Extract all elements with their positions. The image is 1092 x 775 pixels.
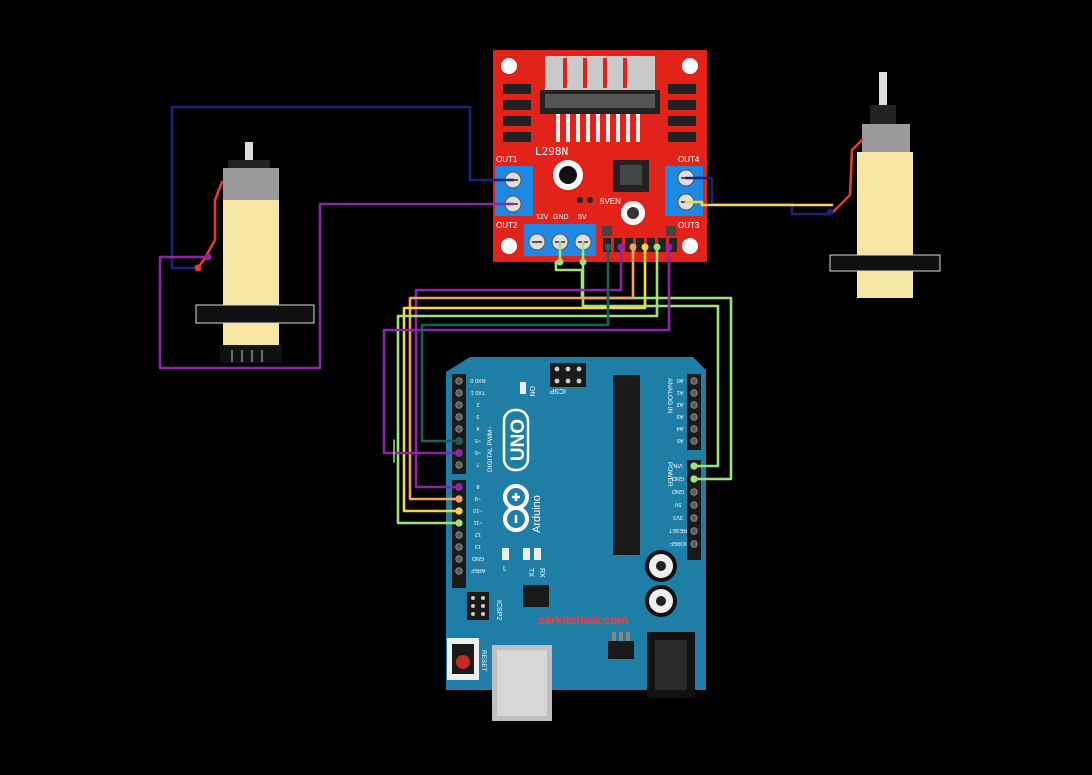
digital-pin-11-label: ~11 xyxy=(474,519,483,525)
digital-pin-15-hole xyxy=(455,567,463,575)
digital-pin-4-hole xyxy=(455,425,463,433)
l298n-driver: L298N OUT1 OUT2 OUT4 OUT3 5VEN 12V GND 5… xyxy=(493,50,707,262)
on-label: ON xyxy=(528,386,535,397)
arduino-infinity-logo xyxy=(503,484,529,532)
uno-model-text: UNO xyxy=(508,419,529,461)
wire-left-motor-navy xyxy=(170,105,515,270)
digital-pin-10-label: ~10 xyxy=(473,507,482,513)
wire-left-motor-red xyxy=(196,180,224,270)
power-pin-0-label: VIN xyxy=(673,462,682,468)
wire-right-motor-navy xyxy=(684,176,832,216)
digital-header-label: DIGITAL PWM~ xyxy=(487,426,494,472)
power-pin-4-hole xyxy=(690,514,698,522)
wire-right-motor-red xyxy=(831,138,864,214)
wire-pin10-yellow xyxy=(402,245,647,513)
digital-pin-6-label: ~6 xyxy=(475,449,481,455)
analog-pin-4-label: A4 xyxy=(677,425,684,431)
analog-pin-5-label: A5 xyxy=(677,437,684,443)
power-header-label: POWER xyxy=(666,462,673,487)
power-pin-6-hole xyxy=(690,540,698,548)
tx-led-label: TX xyxy=(527,568,534,577)
digital-pin-2-hole xyxy=(455,401,463,409)
l-led-label: L xyxy=(503,566,507,573)
driver-name: L298N xyxy=(535,145,568,158)
power-pin-3-hole xyxy=(690,501,698,509)
digital-pin-4-label: 4 xyxy=(476,425,479,431)
analog-pin-2-hole xyxy=(690,401,698,409)
wire-pin4-darkcyan xyxy=(420,245,610,443)
digital-pin-8-label: 8 xyxy=(476,483,479,489)
digital-pin-15-label: AREF xyxy=(470,567,485,573)
analog-pin-4-hole xyxy=(690,425,698,433)
reset-button-label: RESET xyxy=(480,650,487,672)
driver-label-5ven: 5VEN xyxy=(600,197,621,206)
digital-pin-2-label: 2 xyxy=(476,401,479,407)
website-label: sarkitshala.com xyxy=(538,613,629,627)
right-motor xyxy=(829,72,941,298)
analog-pin-5-hole xyxy=(690,437,698,445)
digital-pin-13-label: 13 xyxy=(475,543,481,549)
left-motor xyxy=(195,142,315,363)
arduino-uno: ICSP ON UNO Arduino DIGITAL PWM~ ANALOG … xyxy=(446,357,706,721)
analog-pin-1-label: A1 xyxy=(677,389,684,395)
digital-pin-9-label: ~9 xyxy=(475,495,481,501)
power-pin-2-hole xyxy=(690,488,698,496)
digital-pin-13-hole xyxy=(455,543,463,551)
uno-logo: UNO xyxy=(502,408,530,472)
power-pin-6-label: IOREF xyxy=(669,540,686,546)
digital-pin-7-hole xyxy=(455,461,463,469)
wire-endpoints xyxy=(194,208,834,527)
analog-pin-3-label: A3 xyxy=(677,413,684,419)
wire-pin5-purple xyxy=(414,245,623,489)
driver-label-out2: OUT2 xyxy=(496,221,518,230)
analog-pin-1-hole xyxy=(690,389,698,397)
digital-pin-3-hole xyxy=(455,413,463,421)
wire-left-motor-purple xyxy=(158,202,515,370)
digital-pin-5-label: ~5 xyxy=(475,437,481,443)
analog-header-label: ANALOG IN xyxy=(666,378,673,414)
digital-pin-1-label: TX0 1 xyxy=(471,389,486,395)
digital-pin-0-label: RX0 0 xyxy=(470,377,485,383)
driver-label-12v: 12V xyxy=(536,214,549,221)
power-pin-2-label: GND xyxy=(672,488,684,494)
driver-label-out3: OUT3 xyxy=(678,221,700,230)
wire-right-motor-yellow xyxy=(684,200,834,207)
digital-pin-0-hole xyxy=(455,377,463,385)
driver-label-5v: 5V xyxy=(578,214,587,221)
digital-pin-1-hole xyxy=(455,389,463,397)
icsp-label: ICSP xyxy=(549,387,566,394)
analog-pin-0-label: A0 xyxy=(677,377,684,383)
wire-vin-green xyxy=(581,240,720,468)
power-pin-4-label: 3V3 xyxy=(673,514,683,520)
digital-pin-14-hole xyxy=(455,555,463,563)
power-pin-5-hole xyxy=(690,527,698,535)
driver-label-gnd: GND xyxy=(553,214,569,221)
analog-pin-3-hole xyxy=(690,413,698,421)
icsp2-label: ICSP2 xyxy=(495,600,502,620)
power-pin-5-label: RESET xyxy=(668,527,687,533)
wire-pin11-green xyxy=(396,245,659,525)
digital-pin-7-label: 7 xyxy=(476,461,479,467)
digital-pin-12-label: 12 xyxy=(475,531,481,537)
wire-pin6-orange xyxy=(408,245,635,501)
wire-pin3-purple xyxy=(382,245,671,455)
power-pin-1-label: GND xyxy=(672,475,684,481)
driver-label-out1: OUT1 xyxy=(496,155,518,164)
digital-pin-14-label: GND xyxy=(472,555,484,561)
analog-pin-2-label: A2 xyxy=(677,401,684,407)
digital-pin-12-hole xyxy=(455,531,463,539)
driver-label-out4: OUT4 xyxy=(678,155,700,164)
digital-pin-3-label: 3 xyxy=(476,413,479,419)
rx-led-label: RX xyxy=(538,568,545,578)
arduino-brand: Arduino xyxy=(531,495,543,533)
power-pin-3-label: 5V xyxy=(674,501,681,507)
analog-pin-0-hole xyxy=(690,377,698,385)
